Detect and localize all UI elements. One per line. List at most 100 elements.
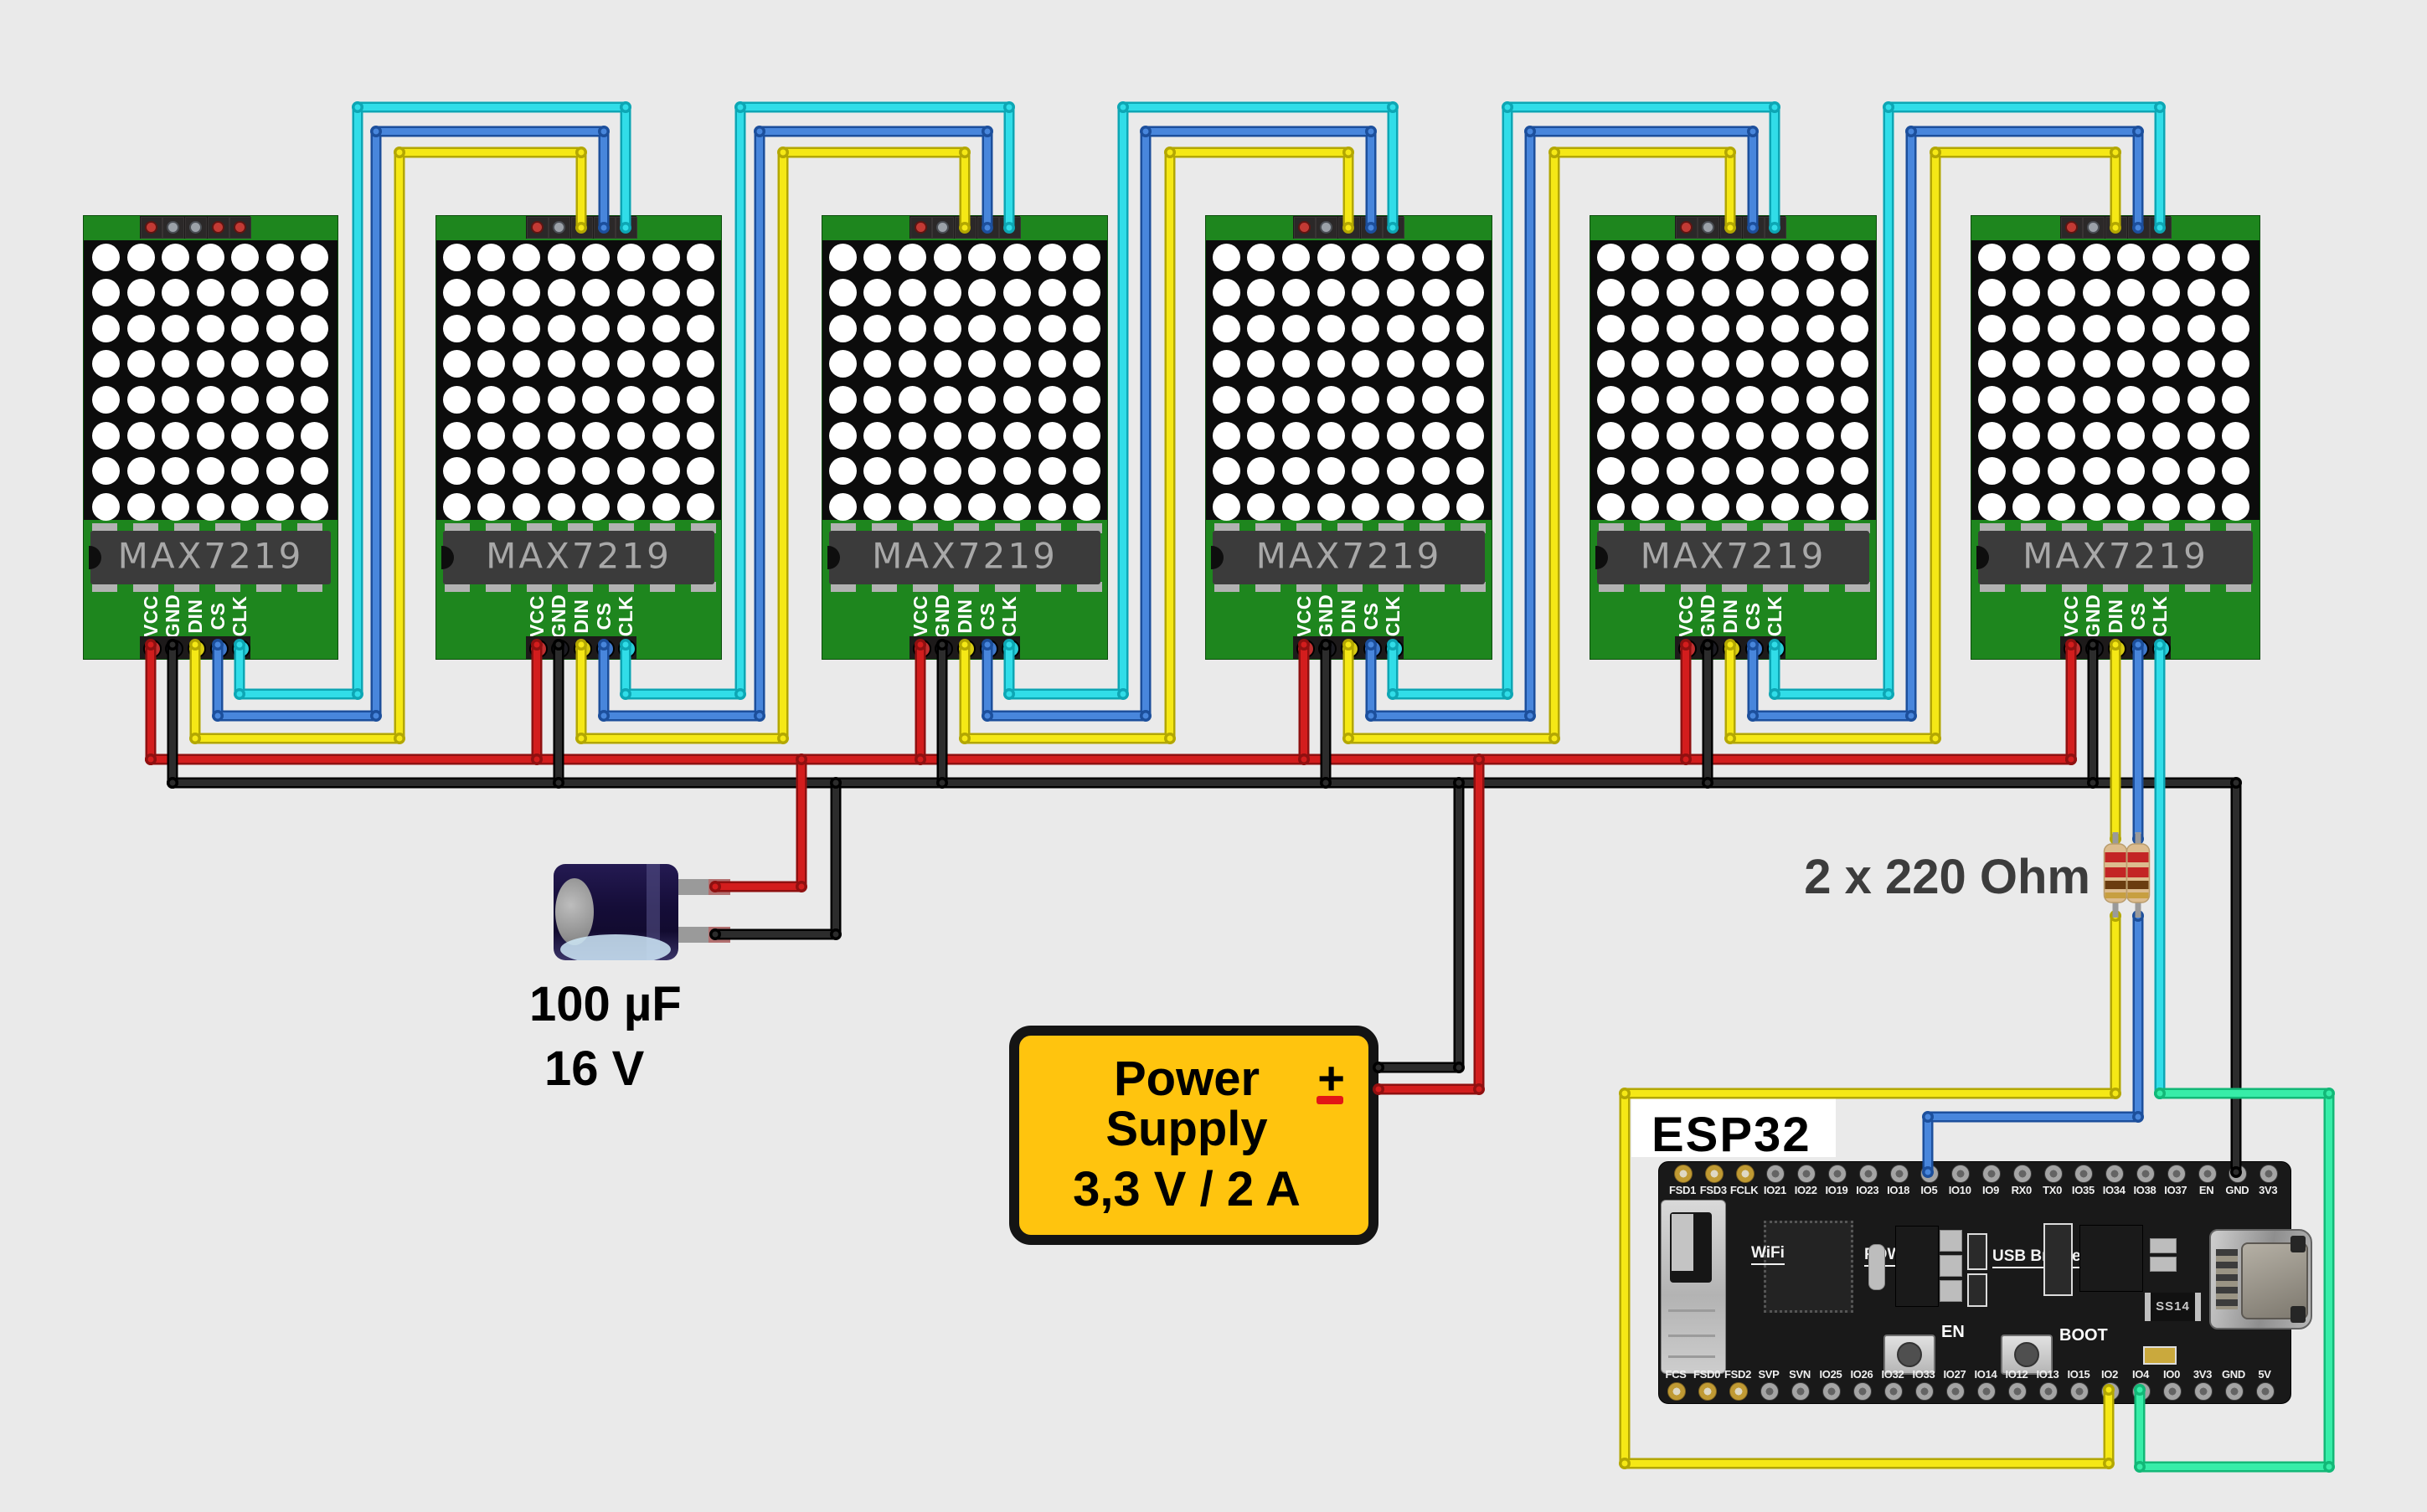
chip-pads-bottom <box>1206 582 1492 592</box>
led-dot <box>1666 457 1694 486</box>
top-header-pad-dot <box>1299 223 1309 232</box>
led-dot <box>126 457 155 486</box>
wire-cs-3-4 <box>982 126 1377 722</box>
top-header-pad-1 <box>909 217 932 239</box>
wire-m1-gnd-drop <box>167 639 178 789</box>
led-dot <box>898 279 926 307</box>
led-dot <box>1701 314 1729 342</box>
top-header-pad-dot <box>191 223 200 232</box>
led-dot <box>1631 385 1660 414</box>
chip-label: MAX7219 <box>117 535 304 577</box>
led-dot <box>1003 385 1031 414</box>
led-dot <box>1977 243 2006 271</box>
led-dot <box>1003 314 1031 342</box>
led-dot <box>1456 492 1485 521</box>
led-dot <box>1073 314 1101 342</box>
led-dot <box>196 279 224 307</box>
led-dot <box>652 492 680 521</box>
led-dot <box>126 350 155 378</box>
top-header-pad-1 <box>140 217 162 239</box>
led-dot <box>687 314 715 342</box>
chip-pads-bottom <box>822 582 1107 592</box>
led-dot <box>1421 457 1450 486</box>
chip-notch <box>1595 546 1608 569</box>
wire-m6-din-to-res <box>2110 639 2121 845</box>
led-dot <box>863 492 892 521</box>
led-dot <box>582 279 611 307</box>
led-dot <box>477 243 506 271</box>
led-dot <box>652 421 680 450</box>
led-dot <box>1317 421 1345 450</box>
led-dot <box>582 421 611 450</box>
led-dot <box>162 421 189 450</box>
led-dot <box>1736 385 1765 414</box>
led-dot <box>1771 457 1799 486</box>
led-dot <box>196 421 224 450</box>
led-dot <box>1073 421 1101 450</box>
led-dot <box>2082 279 2110 307</box>
led-dot <box>1073 350 1101 378</box>
led-dot <box>1701 279 1729 307</box>
led-dot <box>1038 385 1066 414</box>
wire-din-1-2 <box>189 147 587 744</box>
led-dot <box>933 457 961 486</box>
led-dot <box>2047 243 2075 271</box>
led-dot <box>1212 243 1240 271</box>
led-dot <box>1771 421 1799 450</box>
led-dot <box>1352 421 1380 450</box>
led-dot <box>162 350 189 378</box>
wire-m6-clk-down <box>2154 639 2166 1099</box>
led-dot <box>1387 279 1414 307</box>
led-dot <box>1212 421 1240 450</box>
led-dot <box>1421 243 1450 271</box>
top-header-pad-2 <box>162 217 185 239</box>
led-dot <box>1596 421 1625 450</box>
led-dot <box>1771 492 1799 521</box>
led-dot <box>1421 421 1450 450</box>
top-header-pad-2 <box>2083 217 2105 239</box>
led-dot <box>828 385 857 414</box>
led-dot <box>2047 279 2075 307</box>
led-dot <box>1701 385 1729 414</box>
led-dot <box>968 457 997 486</box>
led-dot <box>1352 492 1380 521</box>
led-dot <box>1212 457 1240 486</box>
led-dot <box>442 385 471 414</box>
led-dot <box>92 385 120 414</box>
led-dot <box>1977 279 2006 307</box>
led-dot <box>231 492 259 521</box>
led-dot <box>1281 350 1310 378</box>
wire-clk-5-6 <box>1769 101 2166 700</box>
led-dot <box>582 243 611 271</box>
led-dot <box>92 279 120 307</box>
led-dot <box>442 314 471 342</box>
led-dot <box>1003 421 1031 450</box>
led-dot <box>1977 385 2006 414</box>
led-dot <box>1771 279 1799 307</box>
led-dot <box>1806 385 1834 414</box>
led-dot <box>828 243 857 271</box>
led-dot <box>652 385 680 414</box>
led-dot <box>1666 492 1694 521</box>
wire-psu-minus-wire <box>1373 753 1485 1095</box>
chip-notch <box>827 546 840 569</box>
led-dot <box>442 243 471 271</box>
top-header-pad-dot <box>532 223 542 232</box>
led-dot <box>2187 243 2215 271</box>
led-dot <box>301 457 328 486</box>
wire-m6-vcc-drop <box>2065 639 2077 765</box>
led-dot <box>196 243 224 271</box>
led-dot <box>1352 279 1380 307</box>
led-dot <box>687 457 715 486</box>
led-dot <box>1073 457 1101 486</box>
led-dot <box>652 350 680 378</box>
led-dot <box>1771 350 1799 378</box>
chip-label: MAX7219 <box>1640 535 1827 577</box>
led-dot <box>898 314 926 342</box>
led-dot <box>617 457 645 486</box>
top-header-pad-dot <box>168 223 178 232</box>
led-dot <box>1736 243 1765 271</box>
